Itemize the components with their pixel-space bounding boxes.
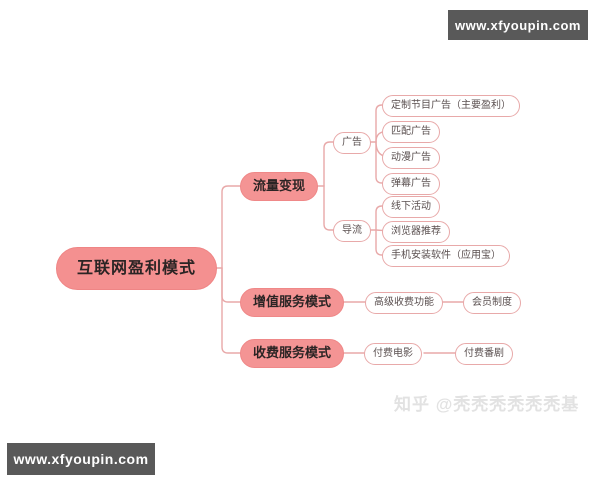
- leaf-paid-anime-series: 付费番剧: [455, 343, 513, 365]
- leaf-custom-program-ads-main-profit: 定制节目广告（主要盈利）: [382, 95, 520, 117]
- node-traffic-diversion: 导流: [333, 220, 371, 242]
- zhihu-attribution-watermark: 知乎 @秃秃秃秃秃秃基: [394, 395, 580, 414]
- branch-node-value-added-service-model: 增值服务模式: [240, 288, 345, 317]
- leaf-browser-recommendation: 浏览器推荐: [382, 221, 450, 243]
- leaf-paid-movies: 付费电影: [364, 343, 422, 365]
- leaf-premium-paid-features: 高级收费功能: [365, 292, 443, 314]
- leaf-matched-ads: 匹配广告: [382, 121, 440, 143]
- node-advertising: 广告: [333, 132, 371, 154]
- leaf-offline-events: 线下活动: [382, 196, 440, 218]
- watermark-url-top: www.xfyoupin.com: [455, 17, 581, 33]
- watermark-bar-bottom: www.xfyoupin.com: [7, 443, 155, 475]
- watermark-url-bottom: www.xfyoupin.com: [13, 451, 149, 467]
- leaf-danmaku-ads: 弹幕广告: [382, 173, 440, 195]
- branch-node-paid-service-model: 收费服务模式: [240, 339, 345, 368]
- branch-node-traffic-monetization: 流量变现: [240, 172, 319, 201]
- root-node-internet-profit-models: 互联网盈利模式: [56, 247, 218, 291]
- leaf-mobile-app-install-yingyongbao: 手机安装软件（应用宝）: [382, 245, 510, 267]
- leaf-anime-ads: 动漫广告: [382, 147, 440, 169]
- leaf-membership-system: 会员制度: [463, 292, 521, 314]
- watermark-bar-top: www.xfyoupin.com: [448, 10, 588, 40]
